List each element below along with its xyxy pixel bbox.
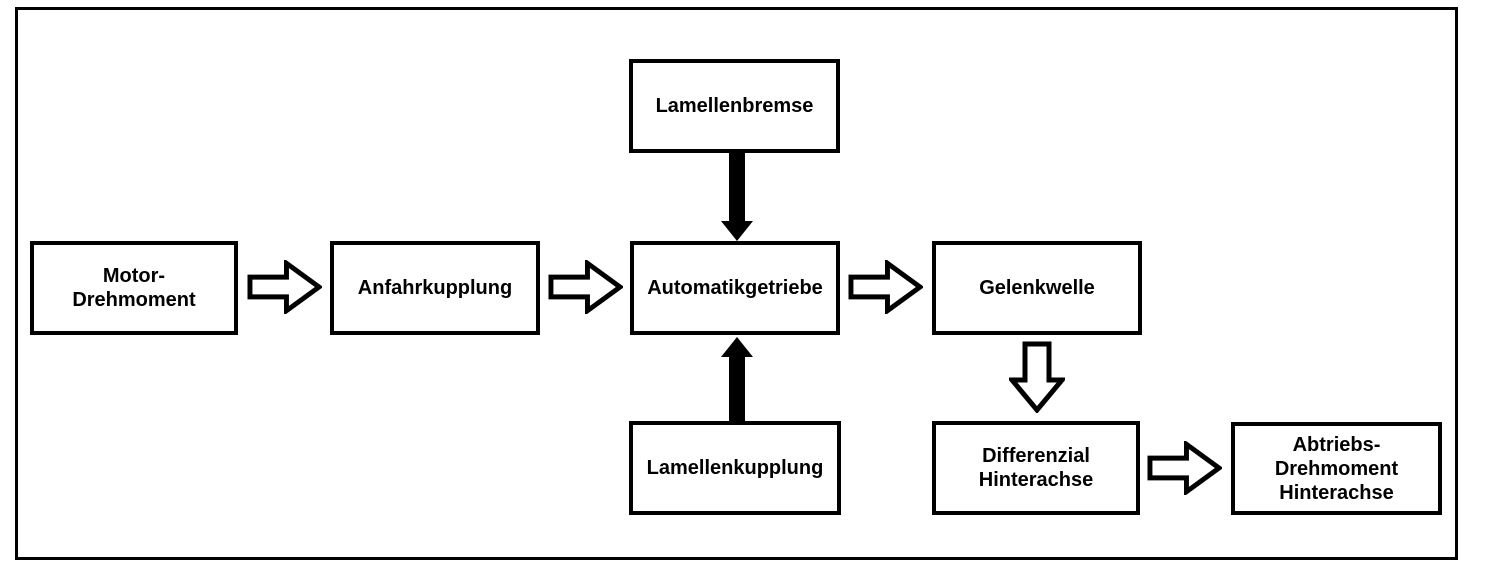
node-automatikgetriebe: Automatikgetriebe: [630, 241, 840, 335]
arrow-lamellenbremse-to-automatikgetriebe: [721, 153, 753, 241]
block-arrow-right-icon: [548, 258, 625, 316]
node-label-line: Abtriebs-: [1292, 433, 1381, 456]
solid-arrow-shaft: [729, 357, 745, 421]
block-arrow-down-icon: [1006, 341, 1068, 414]
node-anfahrkupplung: Anfahrkupplung: [330, 241, 540, 335]
node-label-line: Gelenkwelle: [979, 277, 1095, 299]
node-lamellenbremse: Lamellenbremse: [629, 59, 840, 153]
node-label-line: Drehmoment: [1274, 457, 1399, 480]
node-label-line: Differenzial: [982, 445, 1090, 467]
node-label-line: Automatikgetriebe: [647, 277, 823, 299]
node-lamellenkupplung: Lamellenkupplung: [629, 421, 841, 515]
node-label-line: Anfahrkupplung: [357, 277, 513, 299]
arrow-automatikgetriebe-to-gelenkwelle: [848, 258, 925, 319]
node-motor-drehmoment: Motor- Drehmoment: [30, 241, 238, 335]
node-label-line: Motor-: [102, 265, 166, 287]
node-label-line: Hinterachse: [978, 469, 1094, 491]
solid-arrow-down-icon: [721, 221, 753, 241]
arrow-anfahrkupplung-to-automatikgetriebe: [548, 258, 625, 319]
solid-arrow-up-icon: [721, 337, 753, 357]
arrow-motor-to-anfahrkupplung: [247, 258, 324, 319]
block-arrow-right-icon: [247, 258, 324, 316]
node-label-line: Hinterachse: [1279, 481, 1394, 504]
block-arrow-right-icon: [848, 258, 925, 316]
node-label-line: Lamellenbremse: [655, 95, 814, 117]
node-label-line: Drehmoment: [72, 289, 196, 311]
arrow-differenzial-to-abtrieb: [1147, 439, 1224, 500]
solid-arrow-shaft: [729, 153, 745, 221]
node-differenzial-hinterachse: Differenzial Hinterachse: [932, 421, 1140, 515]
node-label-line: Lamellenkupplung: [646, 457, 824, 479]
node-abtriebs-drehmoment-hinterachse: Abtriebs- Drehmoment Hinterachse: [1231, 422, 1442, 515]
arrow-lamellenkupplung-to-automatikgetriebe: [721, 337, 753, 421]
node-gelenkwelle: Gelenkwelle: [932, 241, 1142, 335]
arrow-gelenkwelle-to-differenzial: [1006, 341, 1068, 418]
block-arrow-right-icon: [1147, 439, 1224, 497]
